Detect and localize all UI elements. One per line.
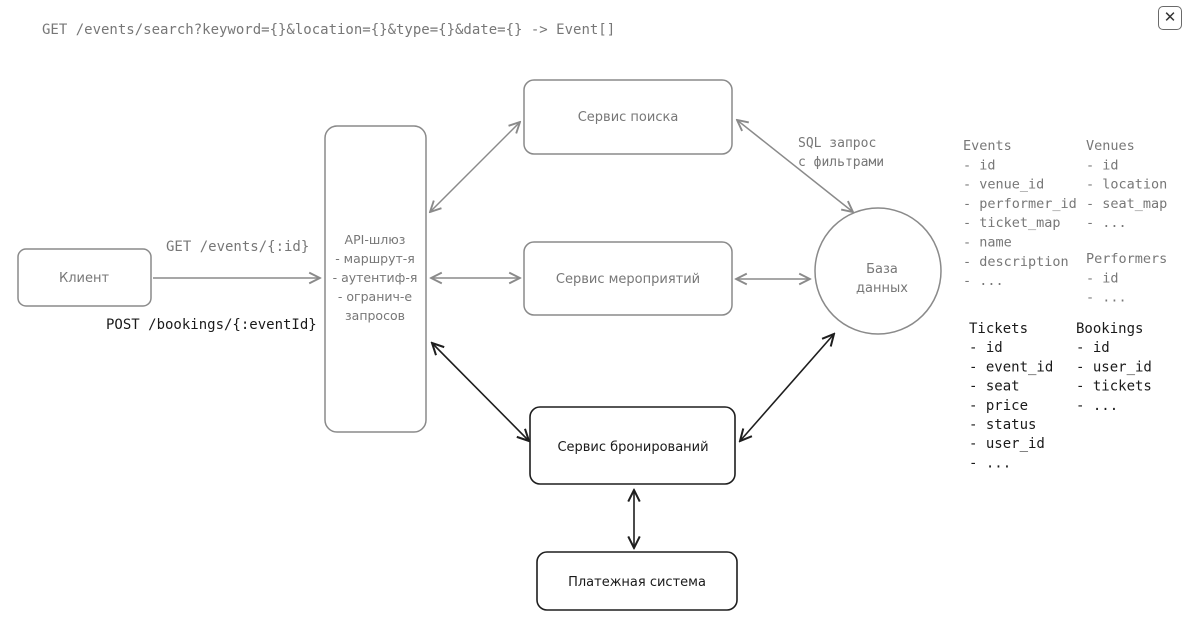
payment-system-box — [536, 551, 738, 611]
database-label-line2: данных — [856, 281, 908, 296]
payment-system-label: Платежная система — [568, 575, 706, 590]
booking-database-arrow — [740, 334, 834, 441]
api-gateway-box — [324, 125, 427, 433]
table-performers-field: - id — [1086, 270, 1119, 286]
search-endpoint-label: GET /events/search?keyword={}&location={… — [42, 22, 615, 38]
search-service-label: Сервис поиска — [578, 110, 679, 125]
table-events-field: - description — [963, 254, 1069, 270]
table-tickets-field: - status — [969, 417, 1036, 433]
gateway-line-requests: запросов — [345, 308, 405, 323]
table-bookings-field: - tickets — [1076, 379, 1152, 395]
booking-service-box — [529, 406, 736, 485]
api-gateway-title: API-шлюз — [345, 232, 406, 247]
sql-query-label-line2: с фильтрами — [798, 155, 884, 170]
table-tickets-field: - seat — [969, 379, 1020, 395]
table-venues-field: - location — [1086, 177, 1167, 193]
table-tickets-field: - price — [969, 398, 1028, 414]
table-events-field: - ticket_map — [963, 215, 1061, 231]
client-box — [17, 248, 152, 307]
table-bookings-field: - ... — [1076, 398, 1118, 414]
gateway-search-arrow — [430, 122, 520, 212]
table-events-field: - ... — [963, 273, 1004, 289]
table-tickets-field: - event_id — [969, 359, 1053, 375]
table-venues-field: - ... — [1086, 215, 1127, 231]
booking-service-label: Сервис бронирований — [557, 440, 708, 455]
client-label: Клиент — [59, 271, 109, 286]
table-venues-field: - seat_map — [1086, 196, 1167, 212]
edge-get-event-label: GET /events/{:id} — [166, 239, 309, 255]
table-events: Events - id - venue_id - performer_id - tick… — [963, 138, 1077, 289]
table-tickets-field: - id — [969, 340, 1003, 356]
gateway-line-rate-limit: - огранич-е — [338, 289, 412, 304]
table-events-field: - venue_id — [963, 177, 1044, 193]
events-service-label: Сервис мероприятий — [556, 272, 700, 287]
gateway-line-auth: - аутентиф-я — [333, 270, 418, 285]
table-bookings-field: - user_id — [1076, 359, 1152, 375]
table-bookings-title: Bookings — [1076, 321, 1143, 337]
schema-tables: Events - id - venue_id - performer_id - tick… — [963, 138, 1167, 471]
close-button[interactable]: ✕ — [1158, 6, 1182, 30]
table-bookings-field: - id — [1076, 340, 1110, 356]
table-bookings: Bookings - id - user_id - tickets - ... — [1076, 321, 1152, 414]
search-service-box — [523, 79, 733, 155]
gateway-booking-arrow — [432, 343, 529, 441]
events-service-box — [523, 241, 733, 316]
table-tickets: Tickets - id - event_id - seat - price - stat… — [969, 321, 1053, 471]
table-events-field: - performer_id — [963, 196, 1077, 212]
edge-post-booking-label: POST /bookings/{:eventId} — [106, 317, 317, 333]
table-venues-title: Venues — [1086, 138, 1135, 154]
table-tickets-title: Tickets — [969, 321, 1028, 337]
gateway-line-routing: - маршрут-я — [335, 251, 415, 266]
table-performers: Performers - id - ... — [1086, 251, 1167, 306]
table-performers-field: - ... — [1086, 290, 1127, 306]
table-venues: Venues - id - location - seat_map - ... — [1086, 138, 1167, 231]
database-label-line1: База — [866, 262, 898, 277]
table-events-title: Events — [963, 138, 1012, 154]
table-events-field: - name — [963, 235, 1012, 251]
table-events-field: - id — [963, 157, 996, 173]
table-tickets-field: - ... — [969, 455, 1011, 471]
table-performers-title: Performers — [1086, 251, 1167, 267]
search-database-arrow — [737, 120, 853, 212]
sql-query-label-line1: SQL запрос — [798, 136, 876, 151]
table-venues-field: - id — [1086, 157, 1119, 173]
database-circle — [814, 207, 942, 335]
table-tickets-field: - user_id — [969, 436, 1045, 452]
